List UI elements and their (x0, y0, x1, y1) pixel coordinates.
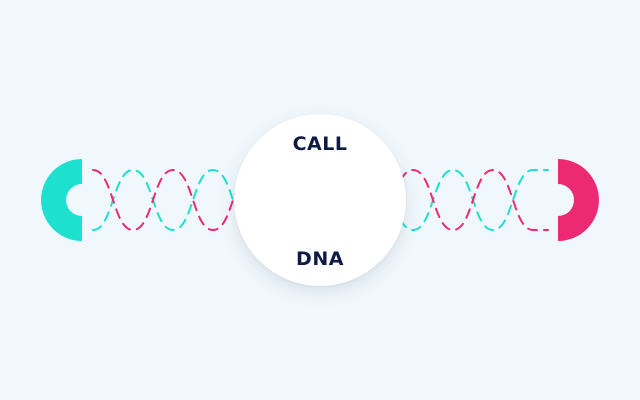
badge-top-label: CALL (292, 133, 348, 155)
half-ring-teal-icon (41, 159, 82, 241)
half-ring-pink-icon (558, 159, 599, 241)
center-badge: CALL DNA (234, 114, 406, 286)
badge-bottom-label: DNA (296, 248, 344, 270)
